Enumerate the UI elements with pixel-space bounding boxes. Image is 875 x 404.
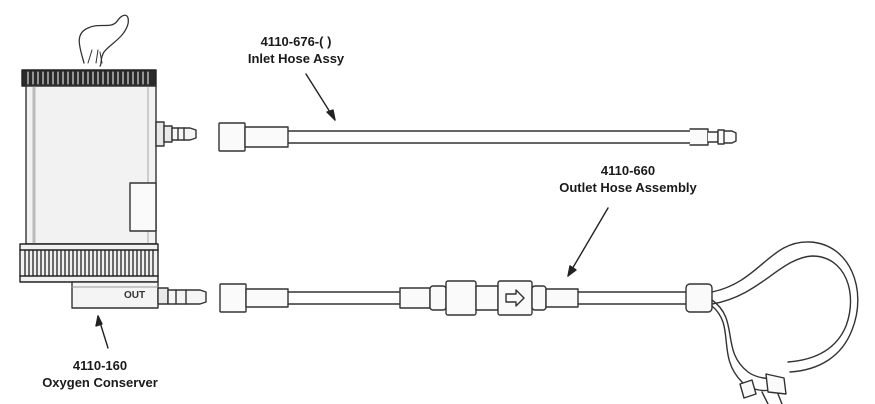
conserver-label: 4110-160 Oxygen Conserver <box>30 357 170 391</box>
inlet-hose-tube <box>287 130 691 144</box>
conserver-name: Oxygen Conserver <box>42 375 158 390</box>
out-block <box>71 281 159 309</box>
outlet-hose-name: Outlet Hose Assembly <box>559 180 697 195</box>
outlet-fitting <box>157 287 207 305</box>
side-window <box>129 182 157 232</box>
conserver-cable <box>78 14 129 67</box>
inlet-hose-part-number: 4110-676-( ) <box>260 34 332 49</box>
inlet-hose-label: 4110-676-( ) Inlet Hose Assy <box>226 33 366 67</box>
inlet-hose-name: Inlet Hose Assy <box>247 51 345 66</box>
leader-arrows <box>95 73 609 349</box>
inlet-fitting <box>155 121 197 147</box>
outlet-hose-label: 4110-660 Outlet Hose Assembly <box>528 162 728 196</box>
outlet-hose-cuff <box>219 283 247 313</box>
outlet-leader-arrow <box>567 207 609 277</box>
outlet-hose <box>219 241 859 404</box>
outlet-hose-part-number: 4110-660 <box>600 163 656 178</box>
conserver-part-number: 4110-160 <box>72 358 128 373</box>
inlet-hose <box>218 122 737 152</box>
nasal-cannula <box>711 241 859 404</box>
outlet-hose-tube <box>577 291 687 305</box>
oxygen-conserver <box>19 14 207 309</box>
check-valve <box>445 280 547 316</box>
out-port-label: OUT <box>124 290 146 301</box>
inlet-hose-cuff <box>218 122 246 152</box>
top-knurled-band <box>21 69 157 87</box>
flow-arrow-icon <box>505 289 525 307</box>
